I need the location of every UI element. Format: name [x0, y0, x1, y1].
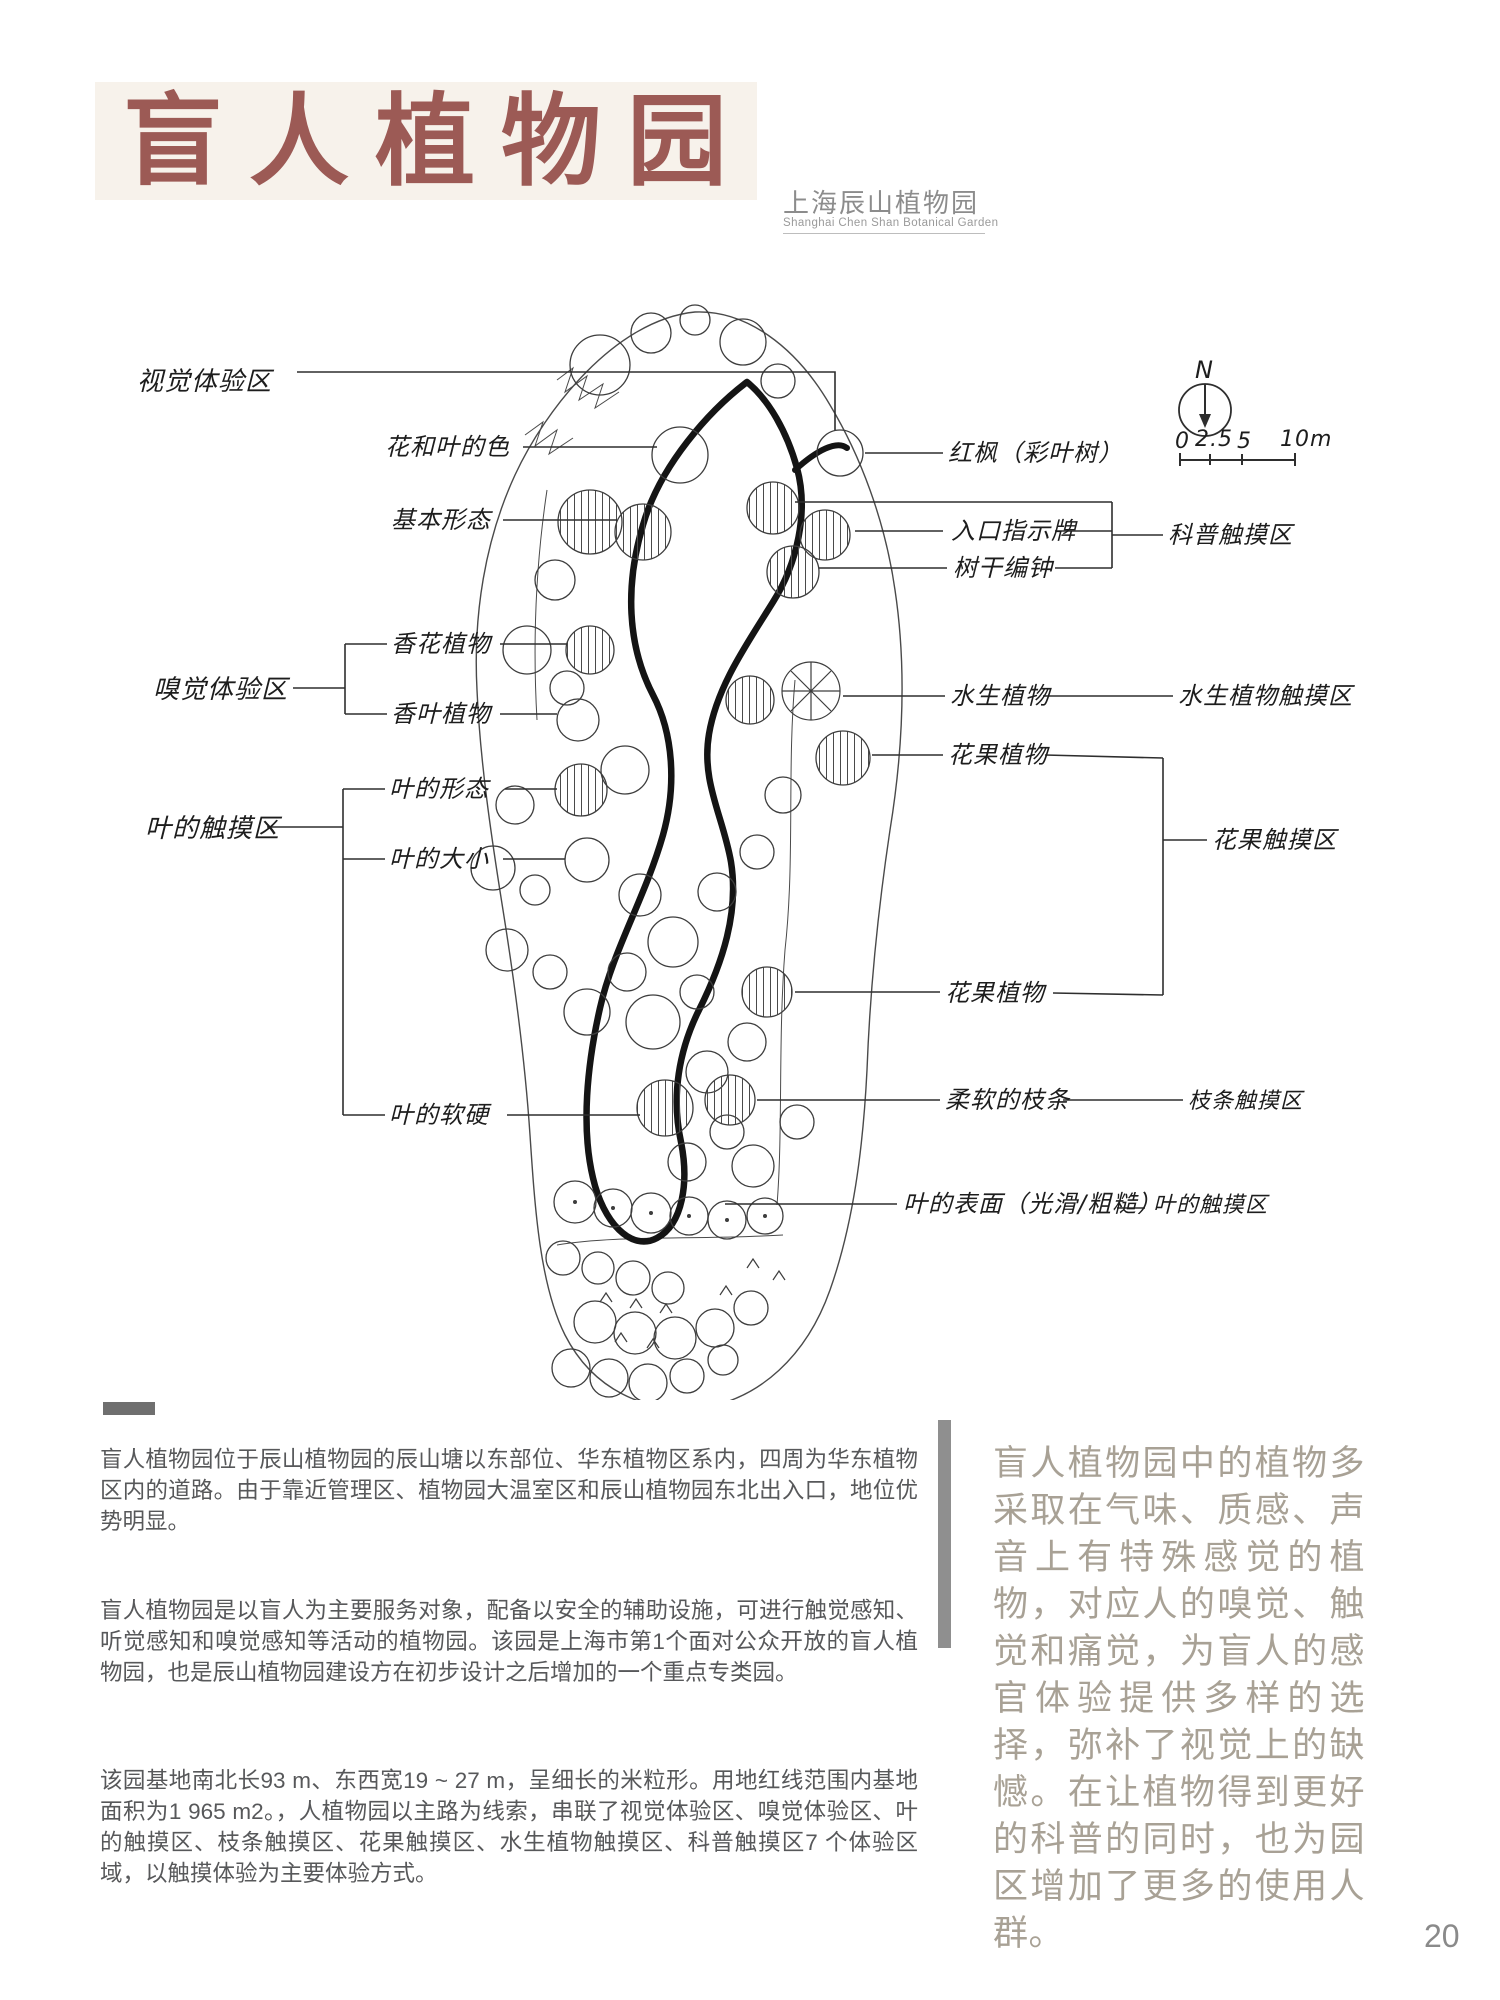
label-aquatic-plant: 水生植物 — [950, 682, 1052, 710]
subtitle-english: Shanghai Chen Shan Botanical Garden — [783, 217, 999, 229]
label-trunk-chime: 树干编钟 — [953, 554, 1055, 582]
paragraph-purpose: 盲人植物园是以盲人为主要服务对象，配备以安全的辅助设施，可进行触觉感知、听觉感知… — [100, 1597, 918, 1685]
label-entrance-sign: 入口指示牌 — [951, 517, 1078, 545]
label-leaf-touch-zone: 叶的触摸区 — [145, 814, 283, 844]
label-flower-fruit-1: 花果植物 — [948, 741, 1050, 769]
label-aquatic-touch-zone: 水生植物触摸区 — [1178, 682, 1355, 710]
label-red-maple: 红枫（彩叶树） — [948, 439, 1123, 467]
label-branch-touch-zone: 枝条触摸区 — [1188, 1089, 1305, 1114]
label-fragrant-flower: 香花植物 — [391, 630, 493, 658]
scale-tick-0: 0 — [1175, 429, 1190, 454]
scale-tick-2-5: 2.5 — [1195, 427, 1233, 452]
main-route-path — [583, 378, 850, 1245]
shrub-row-dotted — [553, 1180, 784, 1240]
grass-marks — [599, 1257, 786, 1349]
quote-accent-bar — [938, 1420, 951, 1648]
paragraph-dimensions: 该园基地南北长93 m、东西宽19 ~ 27 m，呈细长的米粒形。用地红线范围内… — [100, 1767, 918, 1886]
paragraph-location: 盲人植物园位于辰山植物园的辰山塘以东部位、华东植物区系内，四周为华东植物区内的道… — [100, 1446, 918, 1534]
label-flower-fruit-touch-zone: 花果触摸区 — [1212, 826, 1339, 854]
scale-tick-10m: 10m — [1280, 427, 1332, 452]
label-flower-fruit-2: 花果植物 — [945, 979, 1047, 1007]
paragraph-marker-bar — [103, 1402, 155, 1415]
label-smell-zone: 嗅觉体验区 — [153, 675, 291, 705]
north-label: N — [1195, 356, 1214, 384]
page-number: 20 — [1424, 1918, 1460, 1954]
title-block: 盲人植物园 — [95, 82, 757, 200]
label-leaf-surface: 叶的表面（光滑/粗糙） — [903, 1190, 1162, 1218]
label-visual-zone: 视觉体验区 — [137, 367, 275, 397]
label-flower-leaf-color: 花和叶的色 — [385, 433, 510, 461]
label-soft-branch: 柔软的枝条 — [945, 1086, 1071, 1114]
scale-bar: 0 2.5 5 10m — [1175, 427, 1332, 466]
subtitle-chinese: 上海辰山植物园 — [783, 188, 980, 218]
radial-tree-symbol — [781, 661, 841, 721]
label-leaf-shape: 叶的形态 — [389, 775, 491, 803]
north-arrow: N — [1178, 356, 1232, 437]
leader-lines — [267, 371, 1207, 1209]
label-leaf-softness: 叶的软硬 — [389, 1101, 492, 1129]
handwritten-labels: 视觉体验区 花和叶的色 基本形态 嗅觉体验区 香花植物 香叶植物 叶的触摸区 叶… — [137, 367, 1355, 1218]
scale-tick-5: 5 — [1237, 429, 1252, 454]
site-boundary — [475, 311, 903, 1410]
pull-quote: 盲人植物园中的植物多采取在气味、质感、声音上有特殊感觉的植物，对应人的嗅觉、触觉… — [993, 1444, 1365, 1953]
label-fragrant-leaf: 香叶植物 — [391, 700, 493, 728]
label-leaf-size: 叶的大小 — [389, 845, 489, 873]
label-science-touch-zone: 科普触摸区 — [1168, 521, 1295, 549]
page-title: 盲人植物园 — [123, 82, 753, 200]
subtitle-divider — [783, 233, 985, 234]
tree-circles — [470, 304, 871, 1403]
label-basic-form: 基本形态 — [391, 506, 493, 534]
label-leaf-touch-zone-right: 叶的触摸区 — [1153, 1193, 1270, 1218]
site-plan-sketch: 视觉体验区 花和叶的色 基本形态 嗅觉体验区 香花植物 香叶植物 叶的触摸区 叶… — [95, 250, 1415, 1410]
